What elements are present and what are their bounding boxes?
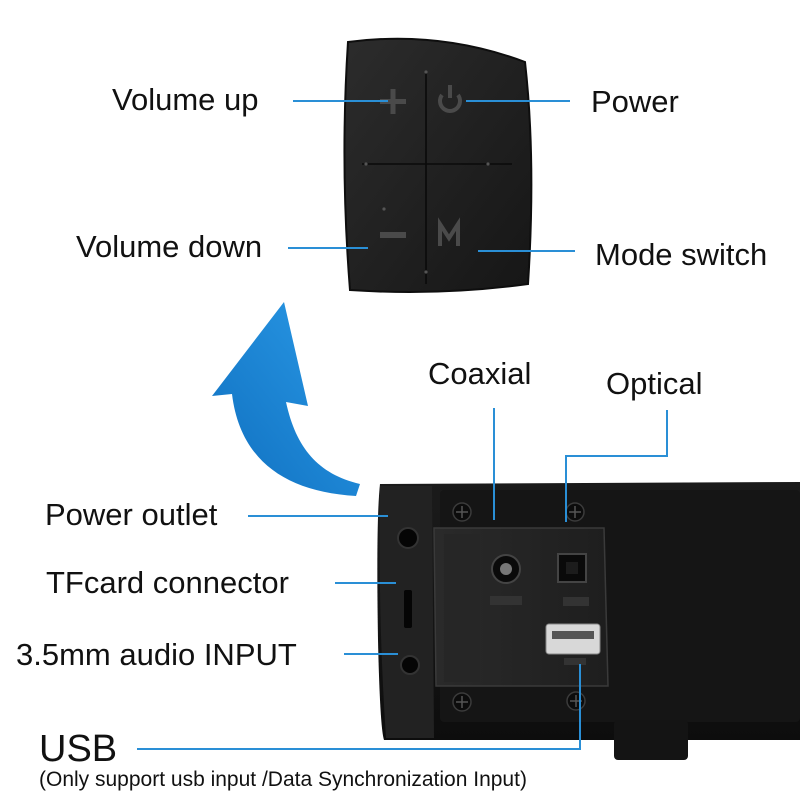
label-power: Power xyxy=(591,84,679,119)
minus-icon[interactable] xyxy=(380,232,406,238)
optical-port xyxy=(557,553,589,606)
tfcard-slot xyxy=(404,590,412,628)
audio-jack-port xyxy=(400,655,420,675)
label-audio-input: 3.5mm audio INPUT xyxy=(16,637,297,672)
label-mode-switch: Mode switch xyxy=(595,237,768,272)
coaxial-port xyxy=(490,554,522,605)
label-optical: Optical xyxy=(606,366,703,401)
curved-arrow-icon xyxy=(212,302,360,496)
label-volume-up: Volume up xyxy=(112,82,259,117)
power-icon[interactable] xyxy=(438,85,462,113)
label-coaxial: Coaxial xyxy=(428,356,532,391)
usb-port xyxy=(545,623,601,665)
callout-optical xyxy=(565,410,668,522)
control-panel xyxy=(343,37,533,293)
power-outlet-port xyxy=(397,527,419,549)
label-power-outlet: Power outlet xyxy=(45,497,218,532)
plus-icon[interactable] xyxy=(380,89,406,114)
label-tfcard: TFcard connector xyxy=(46,565,289,600)
label-usb-note: (Only support usb input /Data Synchroniz… xyxy=(39,768,527,791)
label-volume-down: Volume down xyxy=(76,229,263,264)
mode-m-icon[interactable] xyxy=(438,217,460,246)
callout-lines xyxy=(137,100,668,750)
soundbar-body xyxy=(377,482,800,760)
stand-foot xyxy=(614,720,688,760)
callout-usb xyxy=(137,664,581,750)
label-usb: USB xyxy=(39,728,118,770)
